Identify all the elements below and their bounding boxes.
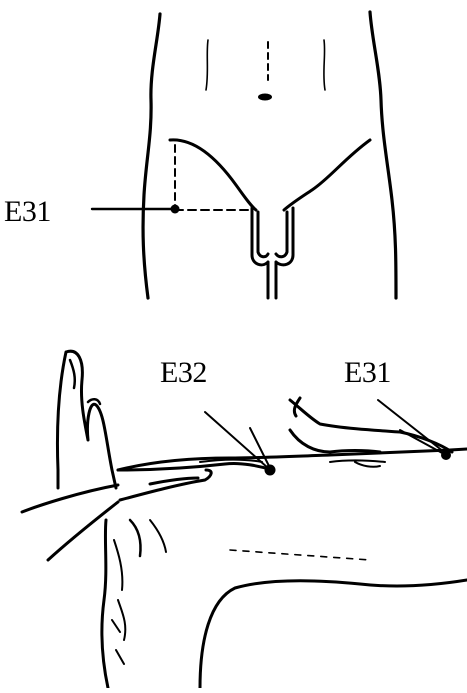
thigh-top-outline <box>118 449 467 470</box>
abdomen-line-left <box>206 40 208 90</box>
abdomen-line-right <box>324 40 325 90</box>
torso-right-outline <box>370 12 396 298</box>
e31-leader-line-bottom-a <box>378 400 444 452</box>
e32-point <box>265 465 276 476</box>
navel <box>258 94 272 101</box>
e31-point-top <box>171 205 180 214</box>
e31-top-label: E31 <box>4 197 51 227</box>
upper-hand <box>290 398 452 452</box>
torso-front-figure <box>92 12 396 298</box>
thigh-contour-dashes <box>230 550 370 560</box>
thigh-measure-figure <box>22 351 467 688</box>
horizontal-hand-fingers <box>200 460 262 462</box>
vertical-hand-forearm <box>22 485 118 560</box>
e31-bottom-label: E31 <box>344 358 391 388</box>
torso-left-outline <box>143 14 160 298</box>
buttock-outline <box>200 580 467 688</box>
thigh-fold <box>150 520 166 552</box>
e31-point-bottom <box>441 450 451 460</box>
horizontal-hand <box>118 463 272 500</box>
e32-label: E32 <box>160 358 207 388</box>
groin-line <box>170 140 370 210</box>
genital-outline <box>252 208 293 298</box>
vertical-hand-thumb <box>70 360 100 404</box>
knee-hatching <box>112 540 125 664</box>
knee-contour <box>130 520 141 556</box>
knee-outline <box>102 520 108 688</box>
vertical-hand <box>57 351 116 488</box>
upper-hand-knuckles <box>330 461 385 467</box>
